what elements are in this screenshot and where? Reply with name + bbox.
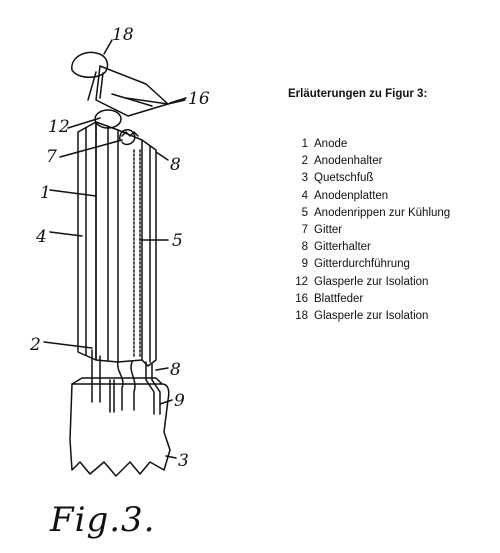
legend-number: 5	[301, 206, 308, 219]
callout-4: 4	[35, 227, 47, 247]
callout-1: 1	[40, 183, 51, 203]
legend-title: Erläuterungen zu Figur 3:	[288, 88, 428, 100]
legend-number: 16	[295, 292, 308, 305]
legend-item: 1 Anode	[288, 136, 493, 153]
legend-label: Anodenplatten	[314, 189, 389, 202]
leader-18	[103, 39, 113, 55]
legend-item: 18 Glasperle zur Isolation	[288, 308, 493, 325]
legend-number: 8	[301, 241, 308, 254]
grid-wire-column	[133, 149, 141, 357]
callout-8b: 8	[170, 360, 181, 380]
callout-5: 5	[172, 231, 183, 251]
leader-8b	[155, 367, 169, 371]
anode-rib-plate	[117, 129, 143, 363]
legend-label: Gitter	[314, 224, 343, 237]
legend-item: 2 Anodenhalter	[288, 153, 493, 170]
legend-number: 4	[301, 189, 308, 202]
callout-3: 3	[178, 451, 189, 471]
top-bracket	[87, 65, 169, 117]
legend-number: 7	[301, 224, 308, 237]
callout-18: 18	[112, 25, 134, 45]
callout-12: 12	[48, 117, 70, 137]
leader-16	[169, 97, 187, 104]
legend-number: 18	[295, 310, 308, 323]
legend-label: Quetschfuß	[314, 172, 374, 185]
legend-label: Glasperle zur Isolation	[314, 275, 429, 288]
leader-7	[59, 139, 123, 158]
grid-lower-holder	[117, 361, 136, 411]
grid-holder-8	[141, 139, 157, 367]
legend-label: Gitterdurchführung	[314, 258, 410, 271]
pinch-foot-3	[69, 383, 171, 477]
leader-8a	[155, 151, 169, 161]
legend-item: 7 Gitter	[288, 222, 493, 239]
legend-item: 4 Anodenplatten	[288, 188, 493, 205]
patent-drawing: 18 16 12 7 1 4 8 5 2 8 9 3	[29, 25, 210, 477]
legend-item: 5 Anodenrippen zur Kühlung	[288, 205, 493, 222]
leader-12	[67, 117, 101, 129]
anode-plate-left	[77, 121, 97, 361]
leader-3	[165, 455, 177, 459]
leader-1	[49, 189, 97, 197]
glass-bead-18	[71, 51, 109, 78]
legend-item: 9 Gitterdurchführung	[288, 256, 493, 273]
legend-label: Glasperle zur Isolation	[314, 310, 429, 323]
legend-number: 3	[301, 172, 308, 185]
callout-8a: 8	[170, 155, 181, 175]
callout-9: 9	[174, 391, 185, 411]
leader-9	[159, 399, 173, 405]
anode-plate-mid	[95, 121, 119, 363]
legend-item: 8 Gitterhalter	[288, 239, 493, 256]
leaf-spring-16	[125, 97, 186, 105]
legend-label: Gitterhalter	[314, 241, 371, 254]
legend-label: Anodenhalter	[314, 155, 383, 168]
callout-7: 7	[46, 147, 57, 167]
legend-number: 1	[301, 138, 308, 150]
legend-item: 3 Quetschfuß	[288, 170, 493, 187]
figure-caption: Fig.3.	[50, 500, 156, 540]
callout-16: 16	[188, 89, 210, 109]
legend-label: Anode	[314, 138, 348, 150]
legend-number: 9	[301, 258, 308, 271]
legend-item: 12 Glasperle zur Isolation	[288, 274, 493, 291]
callout-2: 2	[29, 335, 41, 355]
anode-holder-2	[91, 349, 101, 403]
leader-2	[43, 341, 93, 349]
legend-label: Anodenrippen zur Kühlung	[314, 206, 451, 219]
grid-coil-top	[119, 129, 136, 146]
legend-item: 16 Blattfeder	[288, 291, 493, 308]
legend-number: 2	[301, 155, 308, 168]
legend-label: Blattfeder	[314, 292, 364, 305]
legend-number: 12	[295, 275, 308, 288]
leader-4	[49, 231, 83, 237]
